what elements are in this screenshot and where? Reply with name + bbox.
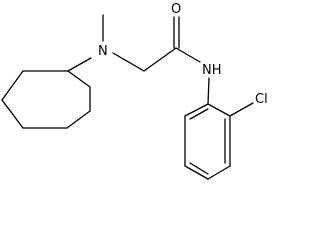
bond-cyclohexane-5 xyxy=(1,99,24,129)
bond-cyclohexane-1 xyxy=(67,70,91,88)
bond-nh-aryl xyxy=(207,77,210,105)
bond-amine-ch2 xyxy=(112,52,145,72)
bond-carbonyl-nh xyxy=(175,47,201,63)
bond-benzene-inner-3 xyxy=(189,162,209,175)
bond-ring-amine xyxy=(67,57,92,72)
chemical-structure: O N NH Cl xyxy=(1,2,268,180)
bond-cyclohexane-3 xyxy=(66,110,91,129)
bond-aryl-chlorine xyxy=(229,102,254,117)
bond-benzene-3 xyxy=(207,165,231,180)
bond-benzene-4 xyxy=(184,165,209,180)
atom-labels: O N NH Cl xyxy=(98,2,268,107)
bond-benzene-6 xyxy=(184,103,209,117)
amide-oxygen-label: O xyxy=(171,2,181,17)
bond-benzene-inner-1 xyxy=(189,108,209,120)
bonds xyxy=(1,14,254,180)
amide-nitrogen-label: NH xyxy=(202,63,222,78)
chlorine-label: Cl xyxy=(255,92,268,107)
bond-ch2-carbonyl xyxy=(143,47,177,72)
bond-cyclohexane-6 xyxy=(1,70,24,101)
amine-nitrogen-label: N xyxy=(98,44,108,59)
bond-benzene-1 xyxy=(207,103,231,117)
